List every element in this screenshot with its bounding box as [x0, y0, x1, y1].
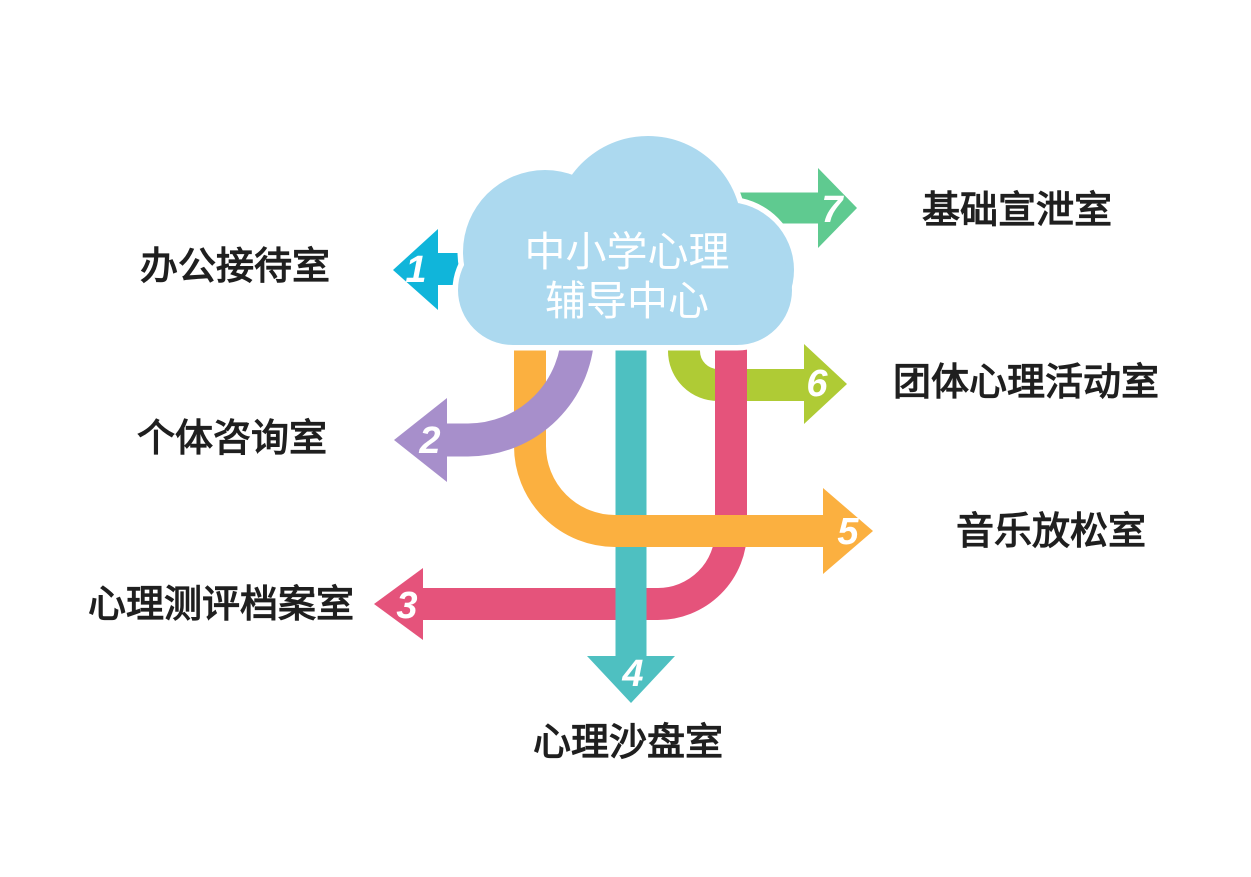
label-music-relaxation: 音乐放松室: [956, 510, 1146, 553]
arrow-sand-tray: [587, 328, 675, 703]
arrow-5-number: 5: [837, 511, 859, 553]
cloud-shape: [452, 130, 800, 351]
arrow-6-head: [804, 344, 847, 424]
label-sand-tray: 心理沙盘室: [533, 721, 723, 764]
arrow-7-head: [818, 168, 857, 248]
arrow-4-number: 4: [621, 653, 643, 695]
cloud-title-line1: 中小学心理: [525, 229, 730, 275]
arrow-4-head: [587, 656, 675, 703]
label-basic-venting: 基础宣泄室: [922, 189, 1112, 232]
arrow-2-head: [394, 398, 447, 482]
arrow-5-band: [514, 328, 827, 547]
arrow-1-number: 1: [405, 249, 426, 291]
arrow-1-head: [393, 229, 438, 310]
arrow-7-number: 7: [821, 189, 844, 231]
arrow-2-number: 2: [418, 420, 440, 462]
arrow-5-head: [823, 488, 873, 574]
arrow-6-number: 6: [806, 363, 828, 405]
arrow-3-head: [374, 568, 423, 640]
cloud-fill: [458, 136, 794, 345]
cloud-title-line2: 辅导中心: [545, 278, 709, 324]
label-individual-counseling: 个体咨询室: [137, 417, 327, 460]
arrow-3-number: 3: [396, 585, 417, 627]
arrow-music-relaxation: [514, 328, 873, 574]
label-assessment-archive: 心理测评档案室: [88, 583, 354, 626]
label-group-activity: 团体心理活动室: [893, 361, 1159, 404]
label-office-reception: 办公接待室: [140, 245, 330, 288]
